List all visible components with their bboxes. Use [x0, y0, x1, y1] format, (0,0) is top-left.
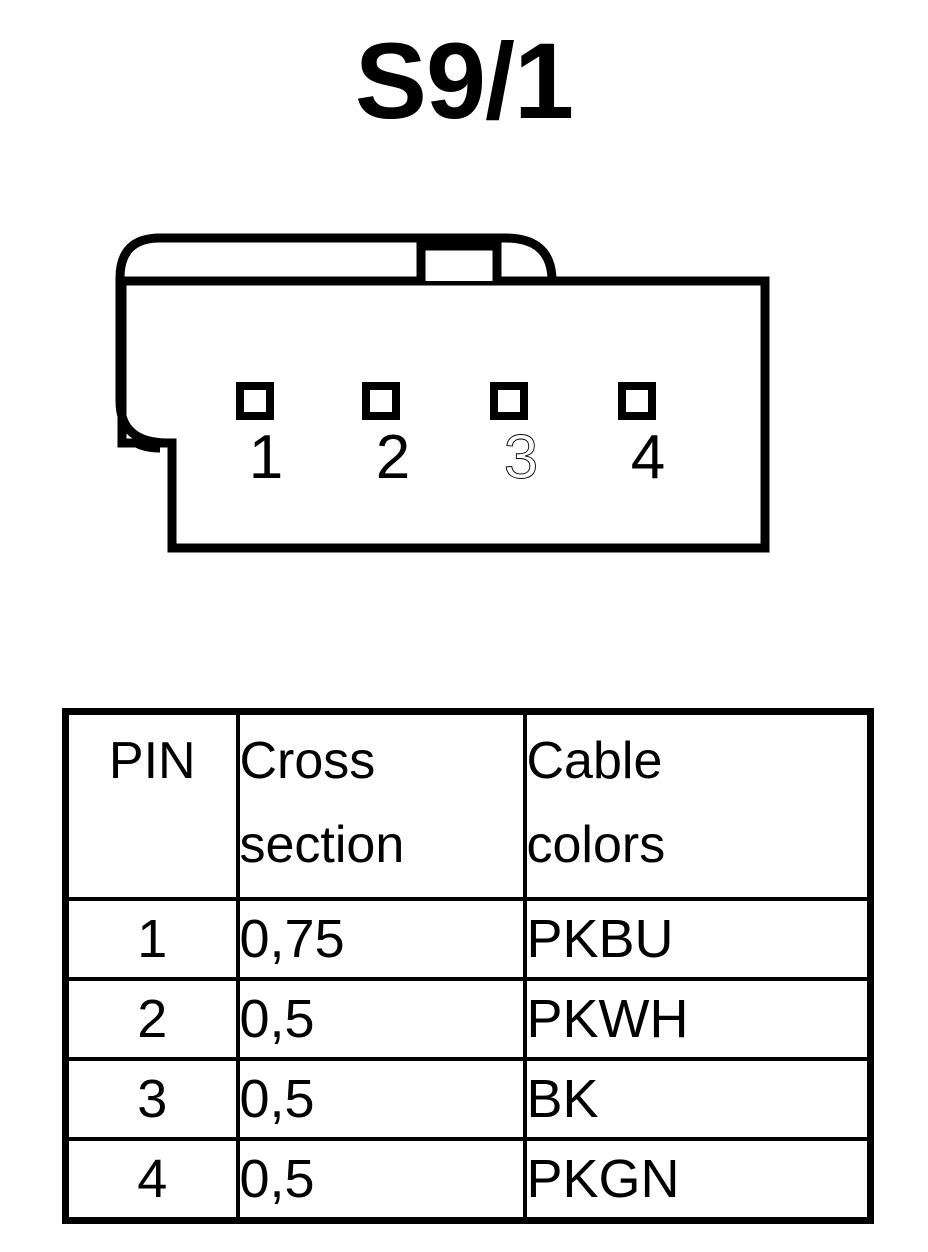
column-header-cross-section-line-2: section — [239, 816, 405, 874]
connector-outer-shell — [122, 443, 172, 586]
cell-pin: 1 — [63, 897, 240, 981]
table-row: 3 0,5 BK — [63, 1057, 873, 1141]
table-row: 4 0,5 PKGN — [63, 1137, 873, 1223]
column-header-cable-colors-line-1: Cable — [526, 732, 663, 790]
table-row: 1 0,75 PKBU — [63, 897, 873, 981]
column-header-cable-colors-line-2: colors — [526, 816, 666, 874]
pin-cavity-1 — [236, 382, 274, 420]
pin-cavity-3 — [490, 382, 528, 420]
page-title: S9/1 — [354, 20, 574, 141]
pin-assignment-table: PIN Cross section Cable colors 1 0,75 PK… — [62, 708, 874, 1224]
connector-hood-left-rail — [115, 233, 169, 448]
table-header-row: PIN Cross section Cable colors — [63, 709, 873, 901]
column-header-cable-colors: Cable colors — [522, 709, 873, 901]
column-header-cross-section: Cross section — [235, 709, 527, 901]
pin-number-2: 2 — [376, 423, 410, 492]
pin-table-container: PIN Cross section Cable colors 1 0,75 PK… — [62, 708, 874, 1224]
table-row: 2 0,5 PKWH — [63, 977, 873, 1061]
cell-cable-colors: PKWH — [522, 977, 873, 1061]
connector-diagram: 1 2 3 4 — [0, 196, 928, 586]
cell-cross-section: 0,5 — [235, 1057, 527, 1141]
pin-cavity-4 — [618, 382, 656, 420]
column-header-pin: PIN — [63, 709, 240, 901]
cell-cable-colors: BK — [522, 1057, 873, 1141]
cell-cross-section: 0,75 — [235, 897, 527, 981]
connector-body-path — [117, 276, 770, 553]
column-header-cross-section-line-1: Cross — [239, 732, 376, 790]
connector-locking-tab — [416, 241, 502, 281]
cell-pin: 4 — [63, 1137, 240, 1223]
pin-number-1: 1 — [249, 423, 283, 492]
cell-pin: 2 — [63, 977, 240, 1061]
pin-cavity-2 — [362, 382, 400, 420]
pin-number-4: 4 — [631, 423, 665, 492]
connector-hood-rail — [160, 233, 557, 282]
cell-cross-section: 0,5 — [235, 977, 527, 1061]
pin-number-3: 3 — [504, 423, 538, 492]
column-header-pin-line-1: PIN — [108, 732, 196, 790]
cell-cable-colors: PKBU — [522, 897, 873, 981]
cell-cross-section: 0,5 — [235, 1137, 527, 1223]
cell-cable-colors: PKGN — [522, 1137, 873, 1223]
connector-svg: 1 2 3 4 — [115, 233, 770, 586]
cell-pin: 3 — [63, 1057, 240, 1141]
